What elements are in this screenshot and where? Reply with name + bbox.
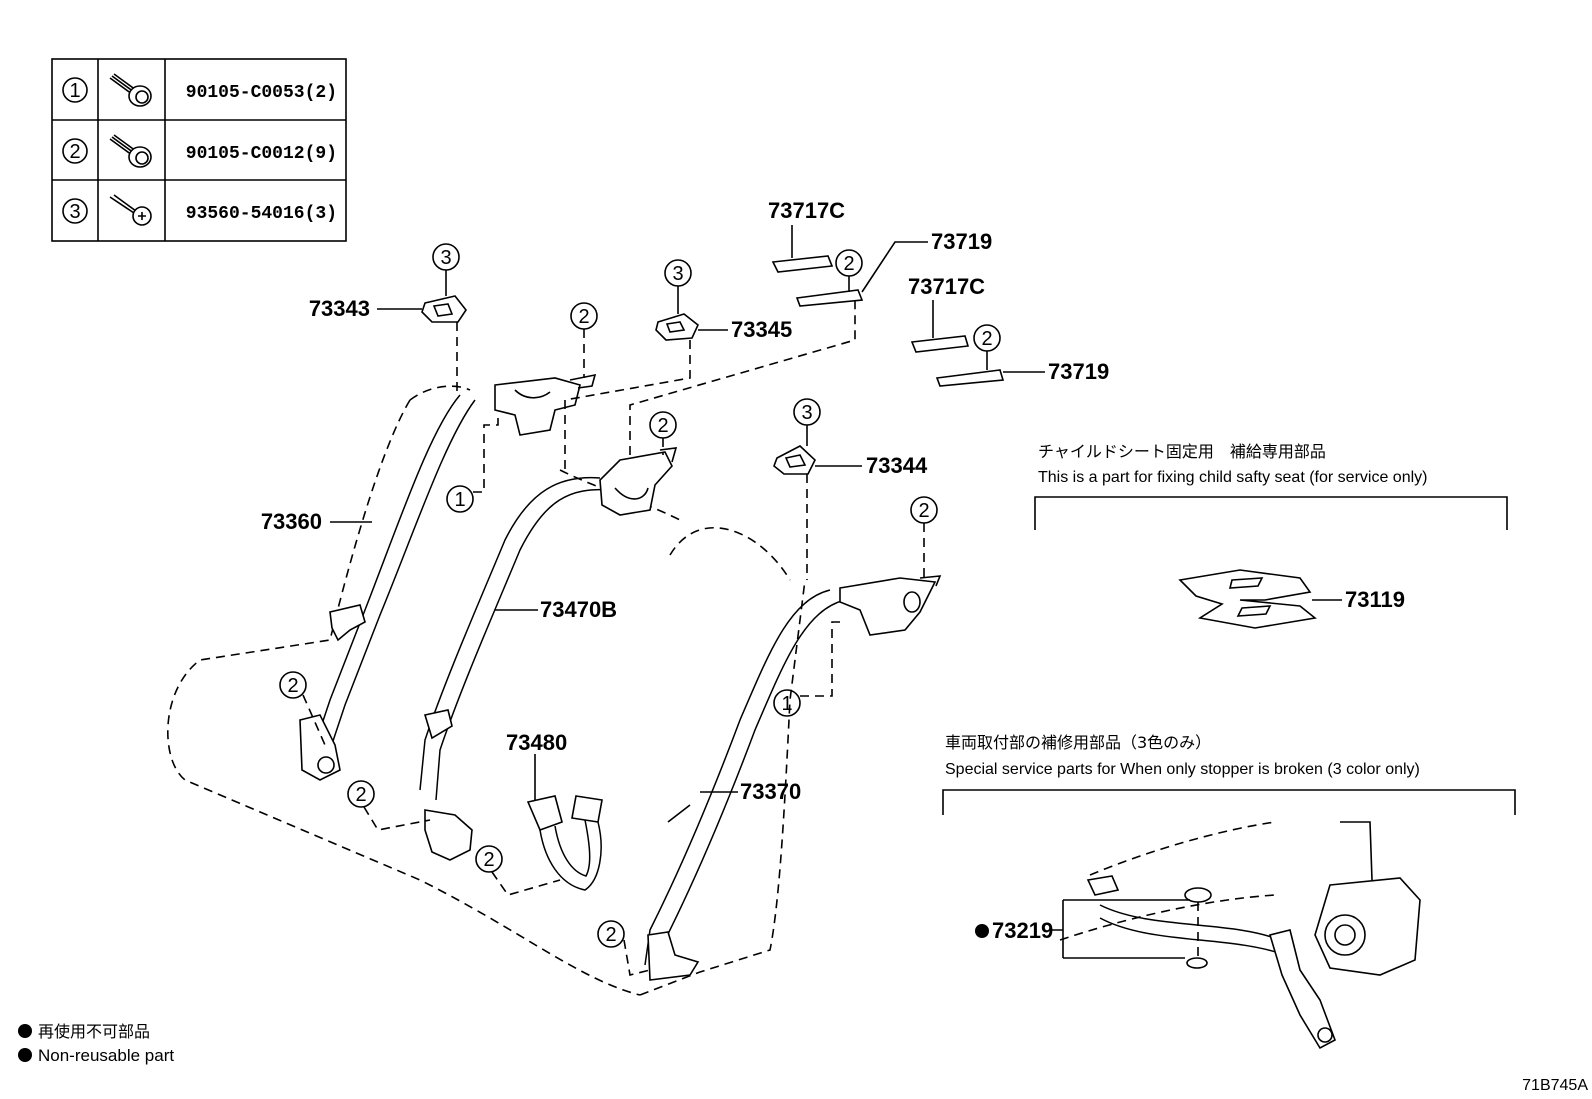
stopper-section: 車両取付部の補修用部品（3色のみ） Special service parts … <box>942 733 1516 1050</box>
part-73119: 73119 <box>1178 569 1405 629</box>
fastener-part-number-1: 90105-C0053(2) <box>186 83 337 103</box>
part-label-73370: 73370 <box>740 779 801 804</box>
part-73343: 73343 3 <box>309 243 467 395</box>
callout-2: 2 <box>483 849 494 871</box>
part-73717c-lower: 73717C <box>908 274 985 353</box>
legend-text-en: Non-reusable part <box>38 1046 174 1065</box>
fastener-row-1: 1 90105-C0053(2) <box>62 73 337 107</box>
part-label-73480: 73480 <box>506 730 567 755</box>
callout-2: 2 <box>657 415 668 437</box>
callout-2: 2 <box>918 500 929 522</box>
stopper-note-en: Special service parts for When only stop… <box>945 761 1420 778</box>
callout-group-lower-left: 2 2 2 <box>279 671 561 896</box>
fastener-row-3: 3 93560-54016(3) <box>62 194 337 226</box>
seat-belt-73470b: 73470B <box>419 447 678 861</box>
callout-2: 2 <box>355 784 366 806</box>
part-label-73219: 73219 <box>992 918 1053 943</box>
seat-belt-73360: 73360 <box>261 373 597 781</box>
part-label-73360: 73360 <box>261 509 322 534</box>
part-73345: 73345 3 <box>564 259 792 470</box>
stopper-note-jp: 車両取付部の補修用部品（3色のみ） <box>945 733 1211 752</box>
callout-2: 2 <box>287 675 298 697</box>
fastener-callout-1: 1 <box>69 80 80 102</box>
fastener-callout-3: 3 <box>69 201 80 223</box>
callout-3: 3 <box>440 247 451 269</box>
part-label-73343: 73343 <box>309 296 370 321</box>
seat-outline <box>167 385 806 996</box>
part-label-73719: 73719 <box>931 229 992 254</box>
callout-2: 2 <box>843 253 854 275</box>
seat-belt-73370: 73370 <box>644 575 942 981</box>
fastener-callout-2: 2 <box>69 141 80 163</box>
part-label-73717c: 73717C <box>768 198 845 223</box>
part-label-73719: 73719 <box>1048 359 1109 384</box>
part-label-73344: 73344 <box>866 453 928 478</box>
callout-3: 3 <box>801 402 812 424</box>
non-reusable-marker <box>18 1024 32 1038</box>
callout-1: 1 <box>454 489 465 511</box>
screw-icon <box>109 194 152 226</box>
callout-2: 2 <box>605 924 616 946</box>
child-seat-note-jp: チャイルドシート固定用 補給専用部品 <box>1038 442 1326 461</box>
callout-group-right: 2 1 2 <box>597 496 938 976</box>
part-73480-buckle: 73480 <box>506 730 603 891</box>
fastener-part-number-3: 93560-54016(3) <box>186 204 337 224</box>
callout-2: 2 <box>578 306 589 328</box>
part-73344: 73344 3 <box>773 398 928 580</box>
part-73719-lower: 2 73719 <box>935 324 1109 387</box>
non-reusable-marker <box>975 924 989 938</box>
part-73719-upper: 2 73719 <box>795 229 992 307</box>
callout-1: 1 <box>781 693 792 715</box>
callout-group-center: 2 <box>629 300 856 455</box>
callout-3: 3 <box>672 263 683 285</box>
diagram-code: 71B745A <box>1522 1077 1588 1094</box>
part-label-73119: 73119 <box>1345 587 1405 612</box>
child-seat-note-en: This is a part for fixing child safty se… <box>1038 469 1427 486</box>
part-73219: 73219 <box>975 899 1190 959</box>
part-73717c-upper: 73717C <box>768 198 845 273</box>
callout-group-left-top: 2 1 <box>446 302 598 513</box>
legend: 再使用不可部品 Non-reusable part <box>18 1022 174 1065</box>
bolt-icon <box>109 134 152 168</box>
legend-text-jp: 再使用不可部品 <box>38 1022 150 1041</box>
part-label-73717c: 73717C <box>908 274 985 299</box>
stopper-detail-drawing <box>1059 821 1421 1050</box>
fastener-row-2: 2 90105-C0012(9) <box>62 134 337 168</box>
callout-2: 2 <box>981 328 992 350</box>
bolt-icon <box>109 73 152 107</box>
part-label-73470b: 73470B <box>540 597 617 622</box>
non-reusable-marker <box>18 1048 32 1062</box>
fastener-part-number-2: 90105-C0012(9) <box>186 144 337 164</box>
child-seat-section: チャイルドシート固定用 補給専用部品 This is a part for fi… <box>1034 442 1508 629</box>
fastener-table: 1 90105-C0053(2) 2 90105-C0012(9) 3 <box>51 58 347 242</box>
part-label-73345: 73345 <box>731 317 792 342</box>
